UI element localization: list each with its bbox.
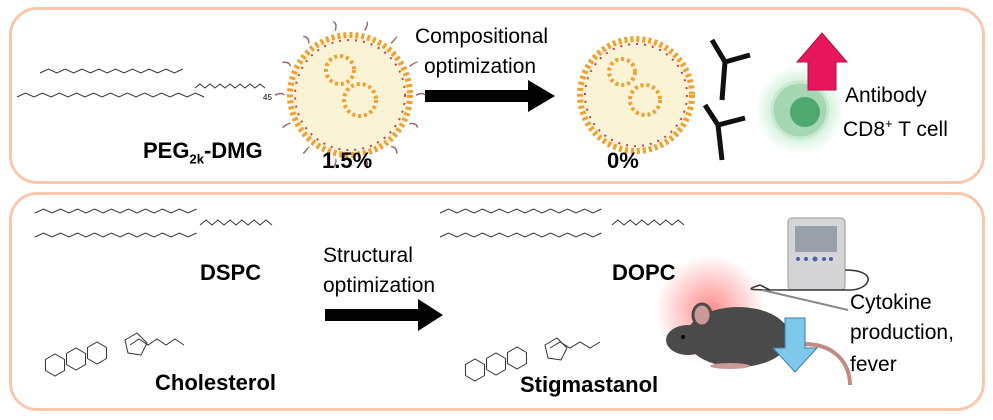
compositional-label-1: Compositional	[415, 25, 549, 48]
stigmastanol-ring	[464, 358, 486, 382]
structural-label-2: optimization	[323, 274, 436, 297]
dspc-chain-1	[34, 208, 197, 214]
bottom-panel	[9, 192, 985, 411]
cholesterol-side-chain	[129, 338, 185, 346]
peg-strand	[409, 61, 419, 67]
peg-chain	[194, 83, 266, 89]
antibody-icons	[702, 38, 751, 161]
peg-strand	[302, 146, 310, 155]
dopc-headgroup	[611, 219, 685, 226]
dspc-label: DSPC	[200, 260, 262, 285]
cholesterol-ring	[86, 341, 108, 365]
stigmastanol-label: Stigmastanol	[520, 372, 659, 397]
cholesterol-label: Cholesterol	[155, 370, 277, 395]
peg-strand	[409, 122, 419, 128]
stigmastanol-ring	[506, 346, 528, 370]
dopc-chain-1	[439, 208, 602, 214]
increase-arrow	[795, 32, 849, 91]
thermometer-device	[750, 217, 869, 311]
top-panel	[9, 7, 985, 184]
peg-repeat-number: 45	[263, 93, 272, 102]
peg-strand	[281, 122, 292, 129]
cholesterol-ring	[65, 347, 87, 371]
peg-percent-before: 1.5%	[322, 148, 373, 173]
peg-strand	[364, 21, 369, 32]
dspc-headgroup	[199, 219, 273, 226]
peg-dmg-chain-2	[16, 92, 205, 98]
structural-label-1: Structural	[323, 244, 413, 267]
decrease-arrow	[771, 317, 819, 373]
antibody-label: Antibody	[845, 84, 927, 107]
dopc-chain-2	[439, 232, 602, 238]
stigmastanol-ring	[485, 352, 507, 376]
cytokine-label-2: production,	[850, 321, 954, 344]
peg-strand	[303, 35, 310, 44]
dspc-chain-2	[34, 232, 197, 238]
peg-strand	[415, 92, 426, 96]
peg-strand	[391, 145, 398, 154]
cytokine-label-3: fever	[850, 353, 897, 376]
dopc-label: DOPC	[612, 260, 676, 285]
peg-strand	[332, 21, 337, 31]
cd8-label: CD8+ T cell	[843, 116, 948, 141]
peg-percent-after: 0%	[607, 148, 639, 173]
cholesterol-ring	[124, 332, 148, 356]
lnp-with-peg	[274, 21, 426, 169]
compositional-label-2: optimization	[424, 55, 537, 78]
compositional-arrow	[425, 80, 555, 112]
lnp-without-peg	[577, 36, 695, 154]
peg-dmg-chain-1	[39, 68, 184, 74]
peg-strand	[364, 158, 369, 169]
stigmastanol-side-chain	[549, 341, 601, 349]
cell-nucleus	[790, 97, 820, 127]
mouse-icon	[666, 302, 852, 386]
chemical-structures	[16, 68, 685, 382]
structural-arrow	[325, 299, 443, 331]
stigmastanol-ring	[544, 337, 568, 361]
peg-strand	[332, 158, 337, 169]
peg-strand	[274, 92, 285, 96]
peg-dmg-label: PEG2k-DMG	[143, 138, 263, 167]
cholesterol-ring	[44, 353, 66, 377]
peg-strand	[390, 36, 398, 44]
cytokine-label-1: Cytokine	[850, 291, 932, 314]
peg-strand	[282, 61, 292, 67]
